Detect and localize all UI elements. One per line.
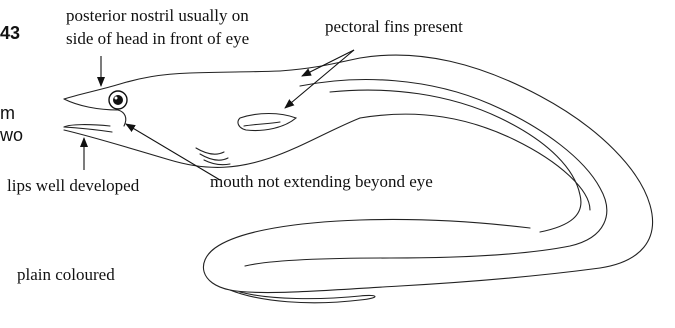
page-number: 43 bbox=[0, 22, 20, 44]
left-margin-text-1: m bbox=[0, 102, 15, 124]
label-mouth: mouth not extending beyond eye bbox=[210, 171, 433, 193]
label-posterior-nostril-line1: posterior nostril usually on bbox=[66, 5, 249, 27]
fin-arrow-1 bbox=[285, 50, 354, 108]
eel-eye bbox=[109, 91, 127, 109]
label-colour: plain coloured bbox=[17, 264, 115, 286]
label-lips: lips well developed bbox=[7, 175, 139, 197]
label-posterior-nostril-line2: side of head in front of eye bbox=[66, 28, 249, 50]
left-margin-text-2: wo bbox=[0, 124, 23, 146]
mouth-arrow bbox=[126, 124, 220, 180]
label-pectoral-fins: pectoral fins present bbox=[325, 16, 463, 38]
